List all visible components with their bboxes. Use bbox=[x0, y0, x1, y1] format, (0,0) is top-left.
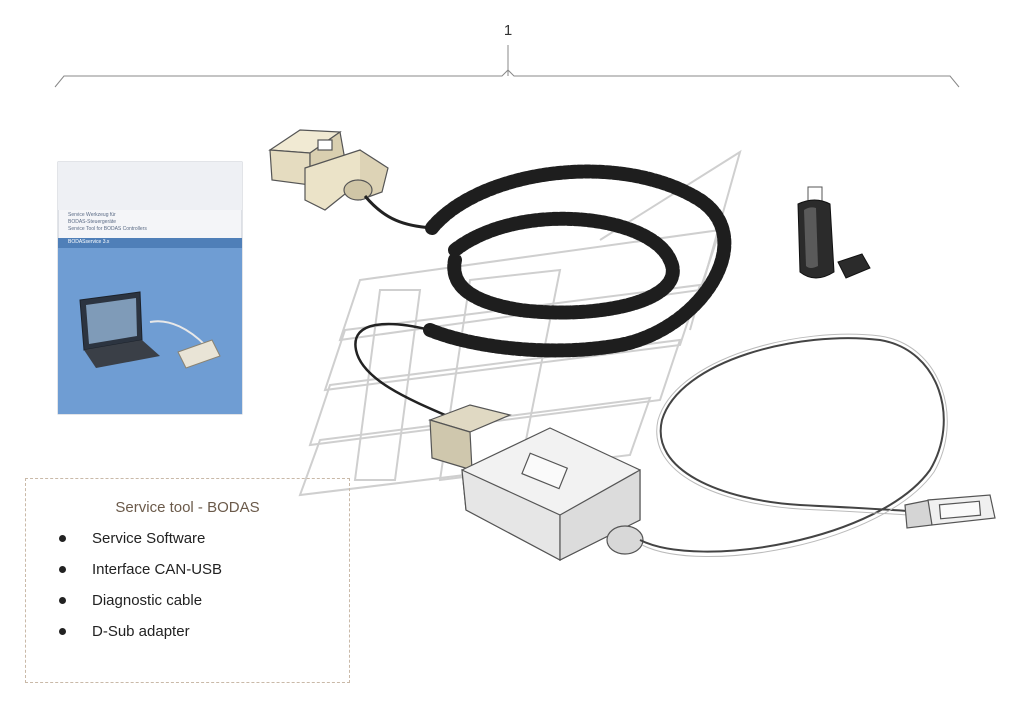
laptop-illustration bbox=[79, 291, 221, 369]
manual-cover-line: BODAS-Steuergeräte bbox=[68, 219, 117, 225]
bullet-icon bbox=[59, 566, 66, 573]
manual-cover-line: Service Werkzeug für bbox=[68, 212, 116, 218]
list-item-label: Interface CAN-USB bbox=[92, 561, 223, 578]
thin-cable-interface bbox=[354, 322, 453, 420]
kit-contents-box: Service tool - BODAS Service Software In… bbox=[25, 478, 350, 683]
bullet-icon bbox=[59, 628, 66, 635]
callout-number: 1 bbox=[503, 22, 513, 39]
assembly-brace bbox=[54, 45, 960, 88]
thin-cable-top bbox=[363, 195, 433, 230]
list-item-label: Service Software bbox=[92, 530, 206, 547]
kit-contents-list: Service Software Interface CAN-USB Diagn… bbox=[59, 529, 222, 653]
list-item-label: Diagnostic cable bbox=[92, 592, 203, 609]
kit-title: Service tool - BODAS bbox=[115, 499, 260, 516]
list-item-label: D-Sub adapter bbox=[92, 623, 190, 640]
usb-dongle bbox=[797, 186, 871, 279]
manual-cover-line: Service Tool for BODAS Controllers bbox=[68, 226, 147, 232]
bullet-icon bbox=[59, 535, 66, 542]
coiled-diagnostic-cable bbox=[423, 164, 732, 358]
usb-plug bbox=[904, 494, 996, 529]
list-item: Diagnostic cable bbox=[59, 591, 222, 622]
manual-cover-text: Service Werkzeug für BODAS-Steuergeräte … bbox=[68, 212, 228, 246]
can-usb-interface bbox=[428, 404, 644, 561]
manual-cover-line: BODASservice 3.x bbox=[68, 239, 110, 245]
list-item: D-Sub adapter bbox=[59, 622, 222, 653]
usb-cable bbox=[639, 333, 948, 558]
list-item: Interface CAN-USB bbox=[59, 560, 222, 591]
bullet-icon bbox=[59, 597, 66, 604]
d-sub-adapter bbox=[268, 129, 389, 211]
list-item: Service Software bbox=[59, 529, 222, 560]
software-manual bbox=[57, 161, 243, 415]
